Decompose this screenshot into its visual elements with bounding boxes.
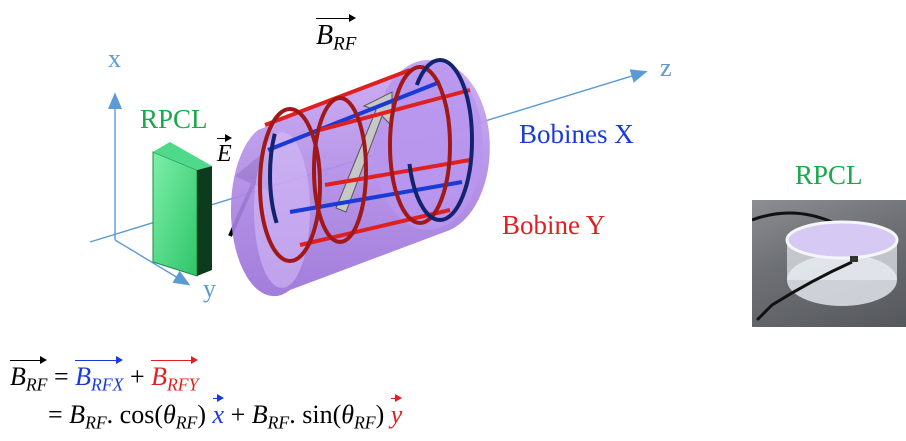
b-rf-symbol: B	[316, 20, 334, 51]
rpcl-photo-image	[752, 211, 899, 322]
bobine-y-label: Bobine Y	[502, 210, 606, 240]
eq2-x-vector: x	[212, 394, 225, 429]
eq2-b1-sub: RF	[85, 412, 107, 433]
e-field-label: E	[217, 134, 232, 167]
eq1-lhs: B	[10, 362, 26, 391]
axis-z-label: z	[660, 53, 672, 82]
eq2-theta1-sub: RF	[175, 412, 198, 433]
eq2-theta1: θ	[162, 400, 176, 429]
eq2-cos: . cos(	[106, 400, 163, 429]
equation-line-1: BRF = BRFX + BRFY	[10, 356, 199, 395]
eq2-y-vector: y	[390, 394, 403, 429]
axis-x-label: x	[108, 44, 121, 73]
eq1-term2: B	[151, 362, 167, 391]
eq2-sin: . sin(	[289, 400, 342, 429]
equation-line-2: = BRF. cos(θRF) x + BRF. sin(θRF) y	[48, 394, 403, 433]
eq1-lhs-sub: RF	[25, 374, 48, 395]
eq2-close1: )	[197, 400, 207, 429]
eq2-theta2-sub: RF	[354, 412, 376, 433]
e-field-symbol: E	[217, 134, 232, 167]
eq2-plus: +	[230, 400, 246, 429]
eq2-equals: =	[48, 400, 63, 429]
mri-rf-coil-diagram	[89, 58, 648, 297]
coil-rings	[258, 58, 474, 263]
rpcl-photo-label: RPCL	[795, 160, 863, 190]
rpcl-plate	[152, 142, 212, 277]
bobines-x-label: Bobines X	[519, 119, 634, 149]
b-rf-label: BRF	[316, 14, 357, 55]
eq1-term2-sub: RFY	[167, 374, 199, 395]
eq2-b2: B	[251, 400, 268, 429]
eq2-theta2: θ	[341, 400, 355, 429]
eq2-b2-sub: RF	[267, 412, 290, 433]
eq2-close2: )	[375, 400, 385, 429]
eq1-term1-sub: RFX	[91, 374, 124, 395]
rpcl-label: RPCL	[140, 104, 208, 134]
eq2-b1: B	[69, 400, 86, 429]
axis-y-label: y	[203, 274, 216, 303]
eq1-plus: +	[129, 362, 145, 391]
b-rf-sub: RF	[333, 33, 357, 55]
axis-y	[114, 239, 191, 286]
rpcl-photo	[752, 200, 906, 327]
eq1-term1: B	[75, 362, 92, 391]
eq1-equals: =	[53, 362, 69, 391]
